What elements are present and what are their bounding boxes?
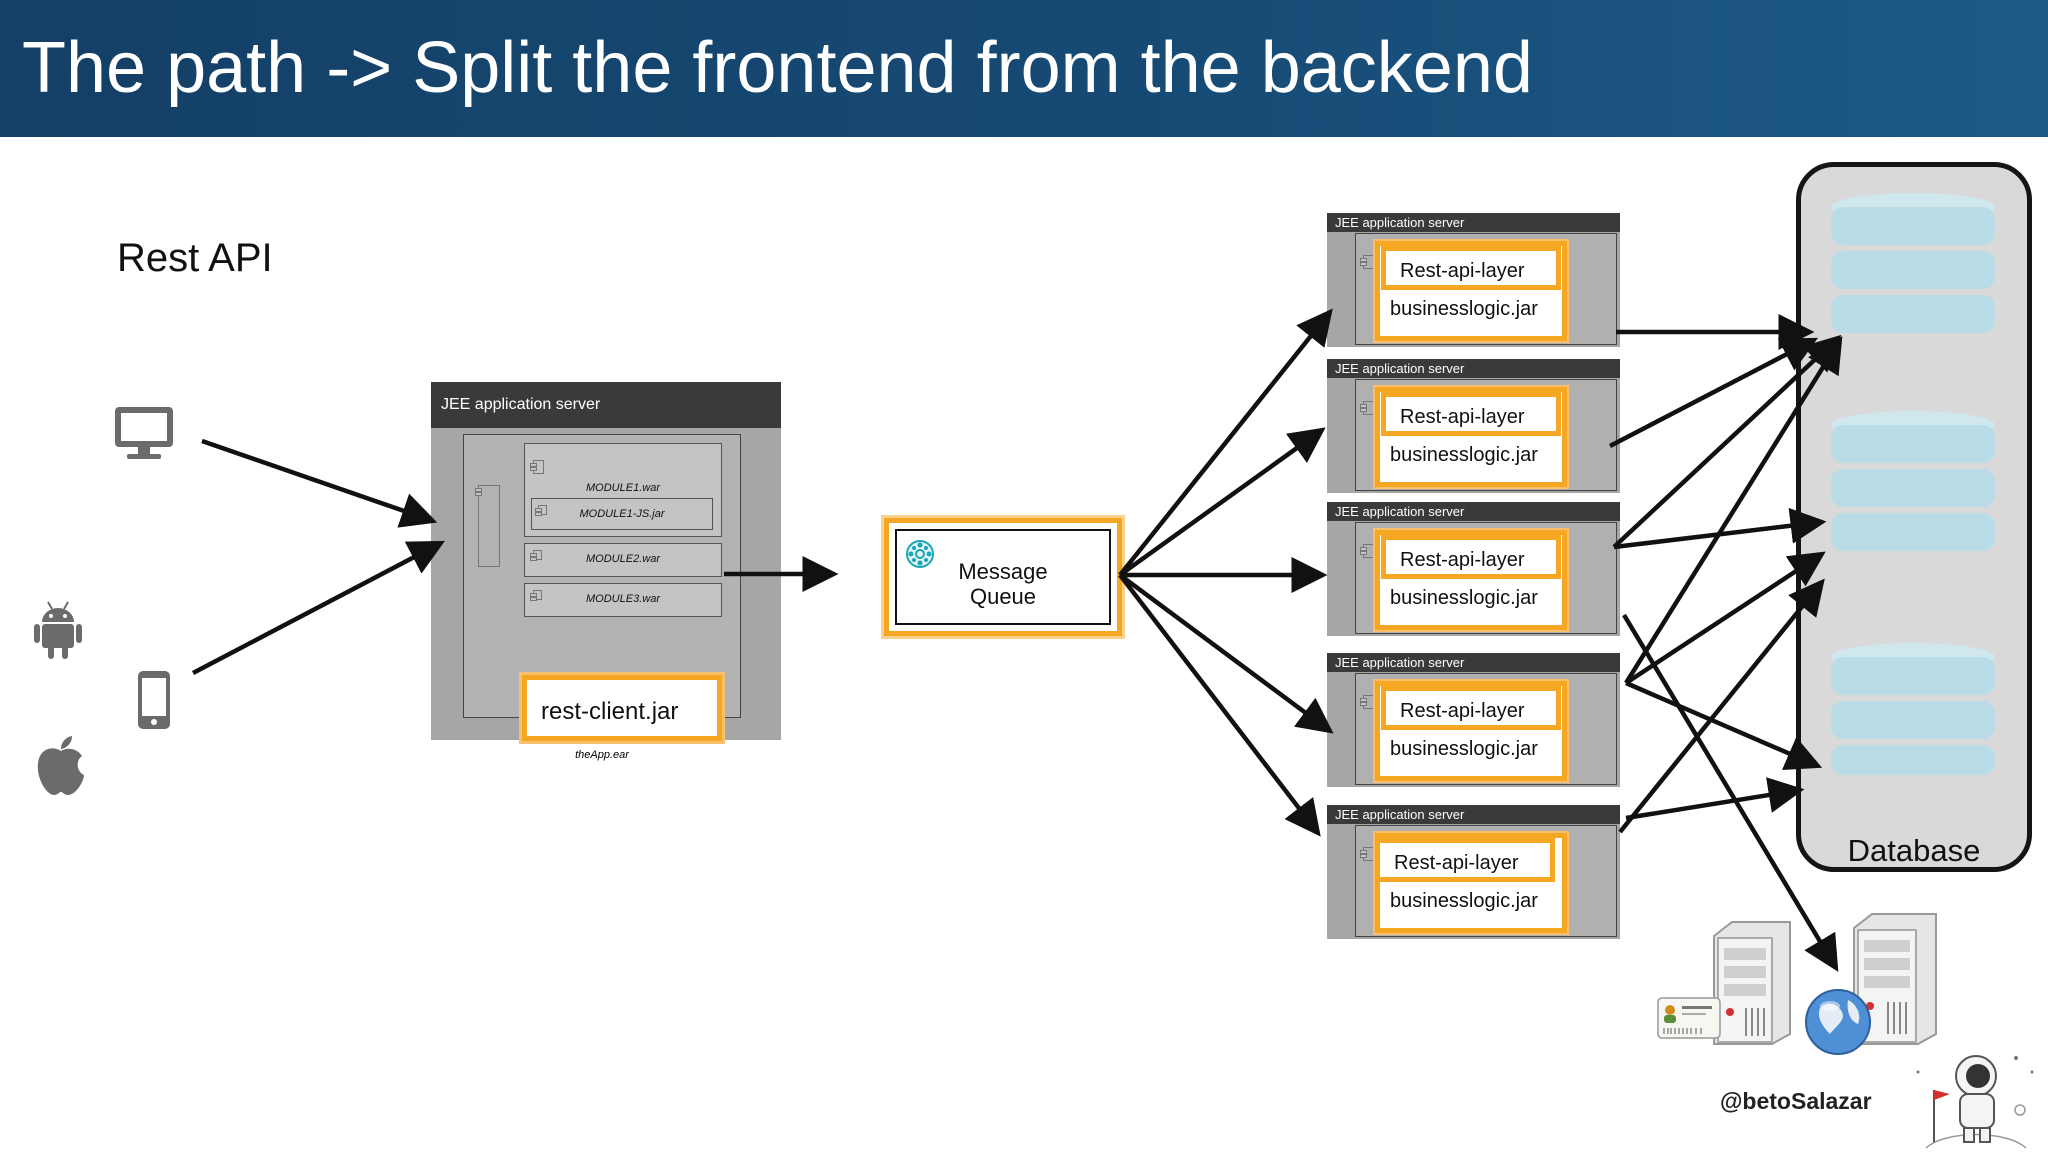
astronaut-icon	[1916, 1055, 2034, 1149]
arrow-mobile-to-frontend	[191, 540, 445, 675]
server-label: JEE application server	[1335, 504, 1465, 519]
arrow-queue-to-backend-2	[1118, 427, 1326, 577]
arrow-queue-to-backend-1	[1118, 308, 1333, 577]
frontend-jee-server: JEE application server MODULE1.war MODUL…	[431, 382, 781, 761]
rest-api-label: Rest-api-layer	[1394, 852, 1519, 874]
server-label: JEE application server	[1335, 655, 1465, 670]
rest-client-jar: rest-client.jar	[522, 675, 722, 741]
businesslogic-label: businesslogic.jar	[1390, 587, 1538, 609]
rest-api-layer: Rest-api-layer	[1381, 686, 1561, 730]
server-with-globe-icon	[1805, 913, 1937, 1055]
component-icon	[1360, 401, 1374, 415]
backend-jee-server-2: JEE application server businesslogic.jar…	[1327, 359, 1620, 493]
component-icon	[475, 485, 500, 567]
server-title-bar: JEE application server	[1327, 653, 1620, 672]
server-title-bar: JEE application server	[1327, 359, 1620, 378]
businesslogic-label: businesslogic.jar	[1390, 890, 1538, 912]
arrow-desktop-to-frontend	[201, 438, 438, 528]
title-banner: The path -> Split the frontend from the …	[0, 0, 2048, 137]
message-queue-label: Message Queue	[958, 559, 1048, 609]
component-icon	[1360, 695, 1374, 709]
server-title-bar: JEE application server	[1327, 805, 1620, 824]
arrow-backend-2-to-database	[1608, 337, 1818, 448]
businesslogic-label: businesslogic.jar	[1390, 738, 1538, 760]
mobile-phone-icon	[138, 671, 170, 729]
database-disks-icon	[1831, 193, 1995, 775]
server-label: JEE application server	[441, 396, 601, 413]
rest-api-label: Rest-api-layer	[1400, 549, 1525, 571]
rest-client-label: rest-client.jar	[541, 698, 679, 725]
server-title-bar: JEE application server	[1327, 502, 1620, 521]
component-icon	[1360, 255, 1374, 269]
component-icon	[535, 505, 547, 516]
component-icon	[530, 460, 544, 474]
module-1-js-jar: MODULE1-JS.jar	[531, 498, 713, 530]
ear-label: theApp.ear	[575, 749, 629, 761]
arrow-queue-to-backend-5	[1118, 573, 1321, 837]
component-icon	[530, 590, 542, 601]
message-queue-inner: Message Queue	[895, 529, 1111, 625]
arrow-backend-3-to-database-a	[1612, 334, 1842, 549]
server-label: JEE application server	[1335, 361, 1465, 376]
backend-jee-server-1: JEE application server businesslogic.jar…	[1327, 213, 1620, 347]
module-3-war: MODULE3.war	[524, 583, 722, 617]
rest-api-layer: Rest-api-layer	[1381, 246, 1561, 290]
arrow-backend-4-to-database-b	[1624, 551, 1826, 685]
module-2-war: MODULE2.war	[524, 543, 722, 577]
rest-api-label: Rest-api-layer	[1400, 406, 1525, 428]
backend-jee-server-5: JEE application server businesslogic.jar…	[1327, 805, 1620, 939]
rest-api-label: Rest API	[117, 236, 273, 280]
businesslogic-label: businesslogic.jar	[1390, 298, 1538, 320]
module-label: MODULE3.war	[586, 593, 660, 605]
apple-icon	[37, 736, 84, 795]
database-cylinder: Database	[1796, 162, 2032, 872]
server-label: JEE application server	[1335, 215, 1465, 230]
arrow-backend-5-to-database-b	[1625, 777, 1805, 821]
arrow-backend-3-to-external-server	[1622, 613, 1839, 972]
arrow-backend-4-to-database-c	[1625, 680, 1823, 771]
backend-jee-server-4: JEE application server businesslogic.jar…	[1327, 653, 1620, 787]
slide-title: The path -> Split the frontend from the …	[22, 28, 1533, 108]
rest-api-layer: Rest-api-layer	[1381, 535, 1561, 579]
businesslogic-label: businesslogic.jar	[1390, 444, 1538, 466]
component-icon	[1360, 847, 1374, 861]
arrow-queue-to-backend-4	[1118, 573, 1334, 734]
server-label: JEE application server	[1335, 807, 1465, 822]
backend-jee-server-3: JEE application server businesslogic.jar…	[1327, 502, 1620, 636]
message-queue-icon	[906, 540, 934, 568]
module-label: MODULE1.war	[586, 482, 660, 494]
module-label: MODULE2.war	[586, 553, 660, 565]
author-handle: @betoSalazar	[1720, 1088, 1872, 1114]
arrow-backend-5-to-database-a	[1618, 578, 1825, 834]
ear-container: MODULE1.war MODULE1-JS.jar MODULE2.war M…	[463, 434, 741, 761]
rest-api-label: Rest-api-layer	[1400, 700, 1525, 722]
database-label: Database	[1847, 833, 1981, 868]
arrow-backend-4-to-database-a	[1624, 336, 1843, 685]
component-icon	[530, 550, 542, 561]
desktop-monitor-icon	[115, 407, 173, 459]
component-icon	[1360, 544, 1374, 558]
server-title-bar: JEE application server	[431, 382, 781, 428]
rest-api-layer: Rest-api-layer	[1375, 838, 1555, 882]
rest-api-layer: Rest-api-layer	[1381, 392, 1561, 436]
server-with-id-card-icon	[1657, 921, 1791, 1045]
module-1-war: MODULE1.war MODULE1-JS.jar	[524, 443, 722, 537]
android-icon	[34, 601, 82, 659]
module-label: MODULE1-JS.jar	[579, 508, 665, 520]
server-title-bar: JEE application server	[1327, 213, 1620, 232]
rest-api-label: Rest-api-layer	[1400, 260, 1525, 282]
